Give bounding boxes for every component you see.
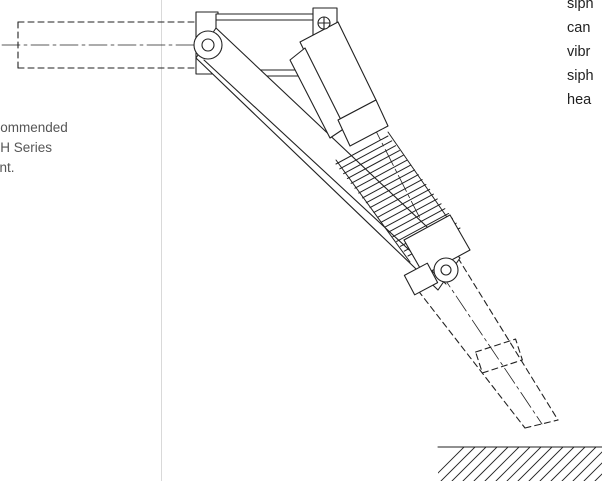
- right-caption-line: vibr: [567, 44, 591, 60]
- left-caption-line: in H Series: [0, 140, 53, 155]
- ground-hatch-icon: [437, 446, 602, 481]
- right-caption-line: siph: [567, 0, 594, 12]
- expansion-joint-body: [289, 21, 389, 147]
- left-caption-line: joint.: [0, 160, 15, 175]
- lower-cuff: [403, 214, 471, 296]
- left-caption: ecommended in H Series joint.: [0, 118, 166, 178]
- right-caption-line: siph: [567, 68, 594, 84]
- right-caption-line: hea: [567, 92, 592, 108]
- left-caption-line: ecommended: [0, 120, 68, 135]
- column-divider: [161, 0, 162, 481]
- swing-position-outline: [405, 257, 559, 429]
- right-caption-line: can: [567, 20, 591, 36]
- right-caption: siph can vibr siph hea: [567, 0, 602, 112]
- pivot-bolt-icon: [193, 16, 459, 283]
